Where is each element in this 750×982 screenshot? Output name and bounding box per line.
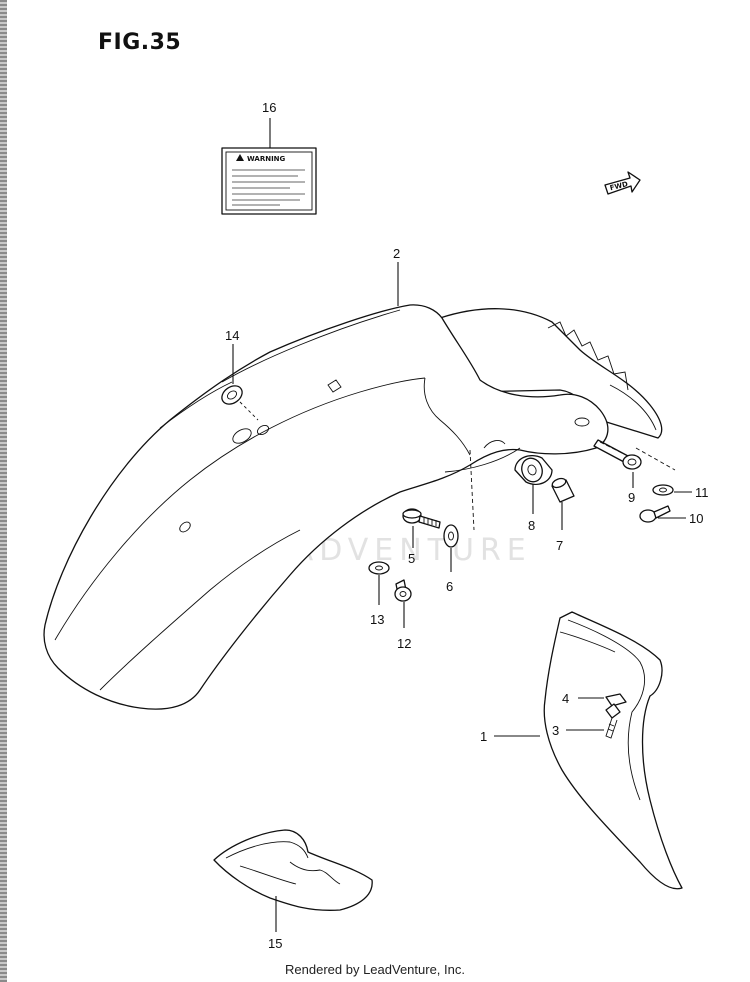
fender-hole bbox=[179, 521, 191, 533]
fender-bolt-hole bbox=[574, 417, 590, 427]
rear-fender-part bbox=[43, 304, 663, 710]
warning-triangle-icon bbox=[236, 154, 244, 161]
figure-title: FIG.35 bbox=[98, 30, 182, 55]
washer-6-part bbox=[443, 524, 459, 548]
grommet-part bbox=[221, 385, 243, 405]
cushion-8-part bbox=[514, 455, 553, 485]
callout-14: 14 bbox=[225, 328, 239, 343]
callout-11: 11 bbox=[695, 485, 709, 500]
clip-nut-4 bbox=[605, 693, 627, 707]
collar-7-part bbox=[551, 477, 575, 503]
washer-11-part bbox=[652, 484, 674, 496]
bolt-5-part bbox=[402, 508, 441, 529]
warning-heading: WARNING bbox=[247, 155, 286, 163]
callout-4: 4 bbox=[562, 691, 569, 706]
callout-16: 16 bbox=[262, 100, 276, 115]
washer-13-part bbox=[368, 561, 390, 575]
fender-hole bbox=[232, 428, 252, 444]
bolt-9-part bbox=[593, 439, 642, 470]
fwd-arrow-icon: FWD bbox=[604, 171, 641, 195]
fender-contour bbox=[54, 377, 426, 641]
callout-13: 13 bbox=[370, 612, 384, 627]
warning-text-lines bbox=[232, 169, 305, 206]
screw-10-part bbox=[639, 505, 671, 523]
callout-9: 9 bbox=[628, 490, 635, 505]
callout-7: 7 bbox=[556, 538, 563, 553]
callout-5: 5 bbox=[408, 551, 415, 566]
mud-flap-part bbox=[543, 611, 683, 890]
screw-3 bbox=[605, 703, 621, 719]
callout-15: 15 bbox=[268, 936, 282, 951]
fender-ribs bbox=[547, 321, 629, 391]
mud-flap-body bbox=[543, 611, 683, 890]
fender-hole bbox=[327, 379, 342, 393]
callout-6: 6 bbox=[446, 579, 453, 594]
callout-1: 1 bbox=[480, 729, 487, 744]
scan-edge bbox=[0, 0, 7, 982]
fender-hole bbox=[256, 424, 270, 436]
footer-credit: Rendered by LeadVenture, Inc. bbox=[285, 962, 465, 977]
callout-10: 10 bbox=[689, 511, 703, 526]
bolt-12-part bbox=[394, 579, 412, 602]
fender-body bbox=[43, 304, 609, 710]
callout-12: 12 bbox=[397, 636, 411, 651]
callout-8: 8 bbox=[528, 518, 535, 533]
warning-label-part: WARNING bbox=[221, 147, 317, 215]
tool-bag-part bbox=[213, 829, 373, 911]
callout-3: 3 bbox=[552, 723, 559, 738]
callout-2: 2 bbox=[393, 246, 400, 261]
warning-label-inner bbox=[225, 151, 313, 211]
